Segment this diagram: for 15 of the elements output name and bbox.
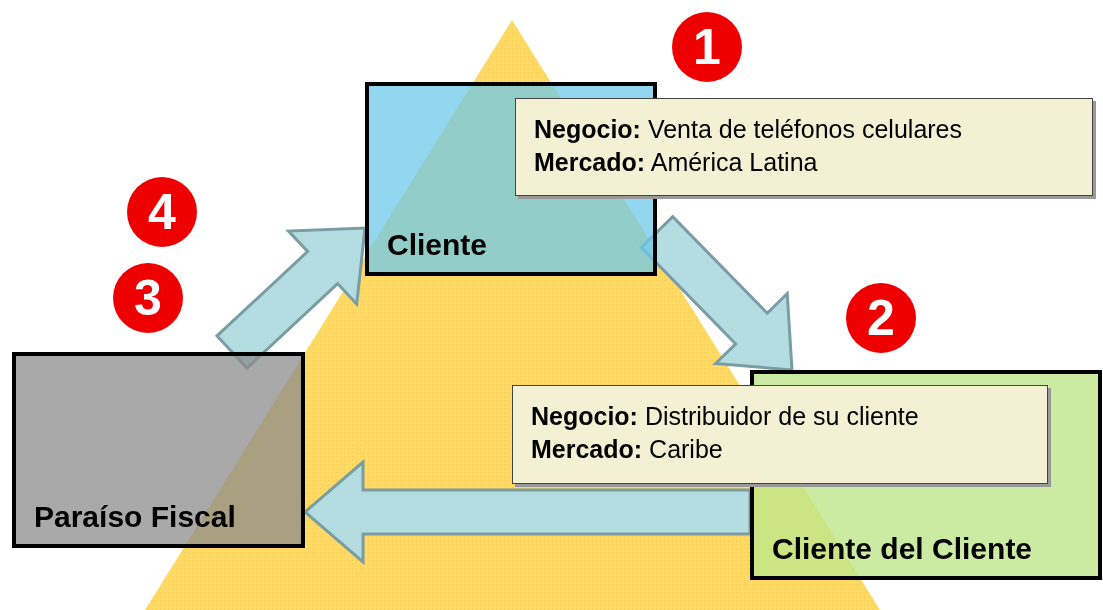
info-line: Mercado: América Latina bbox=[534, 147, 819, 178]
box-title: Paraíso Fiscal bbox=[34, 500, 236, 534]
tax-haven-box bbox=[12, 352, 305, 548]
info-line: Negocio: Distribuidor de su cliente bbox=[531, 401, 920, 432]
box-title: Cliente del Cliente bbox=[772, 532, 1033, 566]
info-tooltip bbox=[515, 98, 1093, 196]
block-arrow bbox=[302, 458, 752, 566]
step-number: 1 bbox=[693, 22, 721, 72]
info-line: Negocio: Venta de teléfonos celulares bbox=[534, 114, 963, 145]
step-number: 2 bbox=[867, 293, 895, 343]
step-number: 3 bbox=[134, 273, 162, 323]
info-tooltip bbox=[512, 385, 1048, 484]
box-title: Cliente bbox=[387, 228, 488, 262]
info-line: Mercado: Caribe bbox=[531, 434, 724, 465]
step-number: 4 bbox=[148, 187, 176, 237]
